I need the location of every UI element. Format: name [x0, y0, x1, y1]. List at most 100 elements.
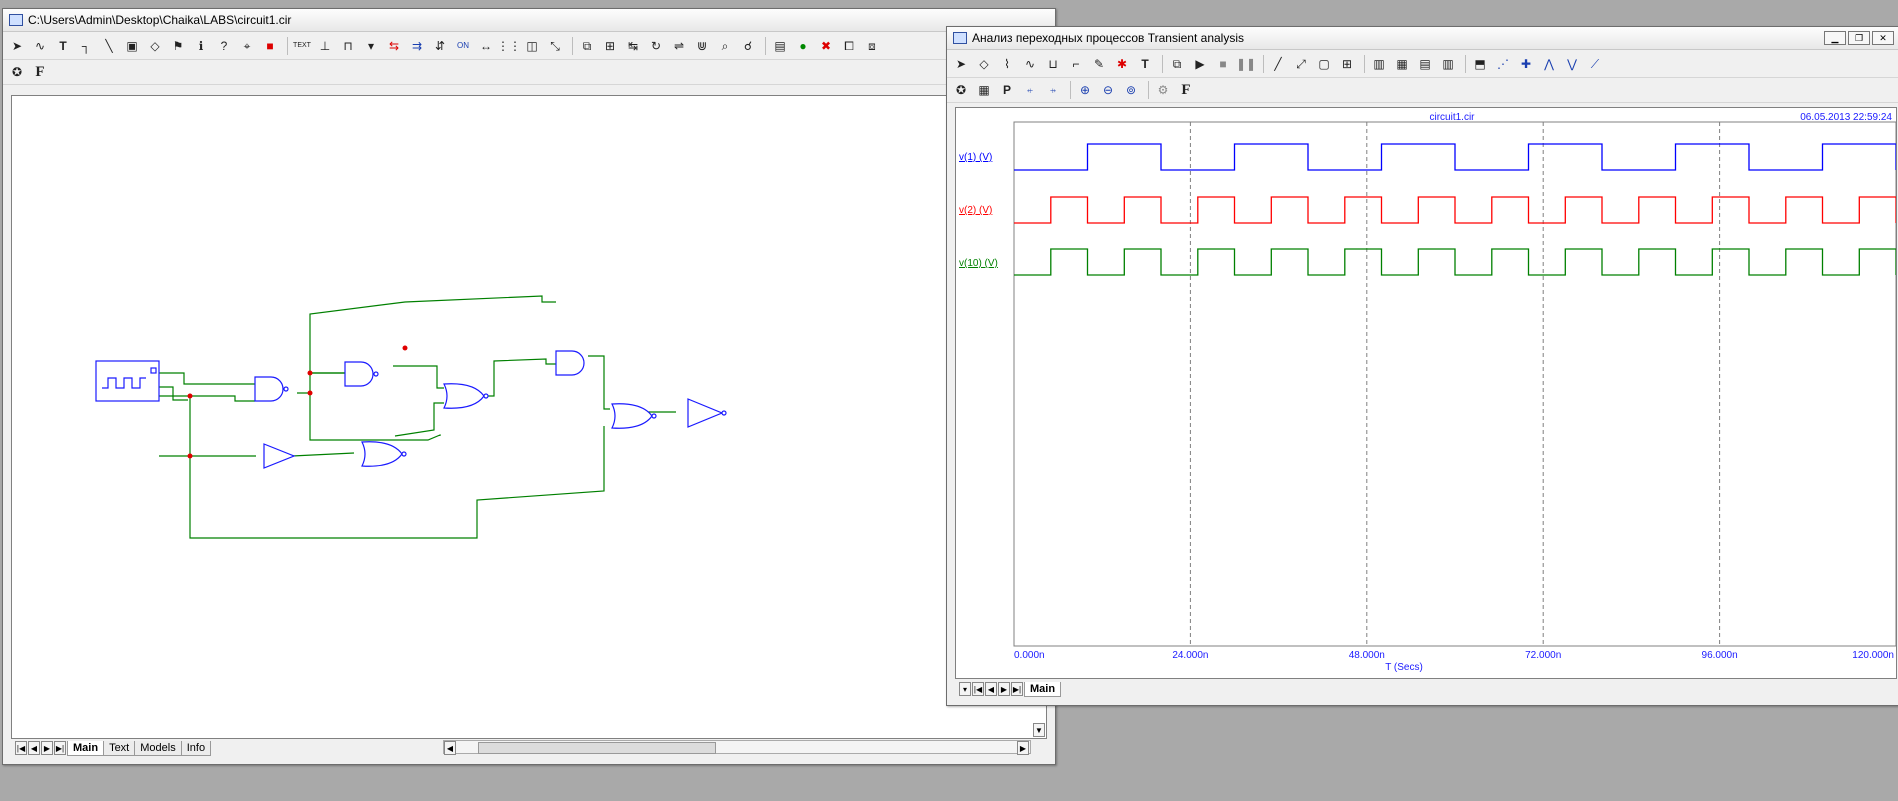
data-points-icon[interactable]: ⋰ — [1497, 56, 1509, 71]
line-icon[interactable]: ╱ — [1274, 56, 1282, 71]
schematic-canvas[interactable] — [11, 95, 1047, 739]
scale-icon[interactable]: ⊔ — [1048, 56, 1058, 71]
find-icon[interactable]: ⌕ — [721, 38, 729, 53]
grid-fine-icon[interactable]: ▥ — [1373, 56, 1385, 71]
plot-canvas[interactable]: circuit1.cir 06.05.2013 22:59:24 v(1) (V… — [955, 107, 1897, 679]
pause-icon[interactable]: ❚❚ — [1235, 56, 1257, 71]
tab-text[interactable]: Text — [103, 740, 136, 756]
text-tool-icon[interactable]: T — [1141, 56, 1149, 71]
scroll-right-icon[interactable]: ▶ — [1017, 741, 1029, 755]
font-icon[interactable]: F — [35, 63, 45, 80]
grid-minor-icon[interactable]: ▤ — [1419, 56, 1431, 71]
zoom-fit-icon[interactable]: ⊚ — [1125, 83, 1137, 97]
tag-left-icon[interactable]: ⍅ — [1026, 83, 1034, 97]
close-icon[interactable]: ✕ — [1872, 31, 1894, 45]
slope-icon[interactable]: ⟋ — [1590, 56, 1600, 71]
power-icon[interactable]: ⇵ — [434, 38, 446, 53]
preview-icon[interactable]: ▤ — [774, 38, 786, 53]
line-tool-icon[interactable]: ╲ — [105, 38, 113, 53]
cancel-icon[interactable]: ✖ — [820, 38, 832, 53]
run-icon[interactable]: ▶ — [1195, 56, 1205, 71]
next-page-icon[interactable]: ▶ — [998, 682, 1010, 696]
last-page-icon[interactable]: ▶| — [1011, 682, 1023, 696]
stretch-icon[interactable]: ↹ — [627, 38, 639, 53]
first-page-icon[interactable]: |◀ — [15, 741, 27, 755]
tab-main[interactable]: Main — [67, 740, 105, 756]
and-gate-3[interactable] — [555, 350, 585, 376]
and-gate-1[interactable] — [254, 376, 289, 402]
table-icon[interactable]: ▦ — [978, 83, 990, 97]
current-icon[interactable]: ⇆ — [388, 38, 400, 53]
schematic-window[interactable]: C:\Users\Admin\Desktop\Chaika\LABS\circu… — [2, 8, 1056, 765]
fit-icon[interactable]: ⊞ — [604, 38, 616, 53]
or-gate-3[interactable] — [611, 403, 657, 429]
pulse-source[interactable] — [95, 360, 160, 402]
pin-icon[interactable]: ⊓ — [343, 38, 353, 53]
select-arrow-icon[interactable]: ➤ — [11, 38, 23, 53]
dropdown-icon[interactable]: ▾ — [959, 682, 971, 696]
cursor-icon[interactable]: ⤡ — [550, 38, 560, 53]
scrollbar-thumb[interactable] — [478, 742, 716, 754]
font-icon[interactable]: F — [1181, 81, 1191, 98]
waveform-icon[interactable]: ∿ — [1024, 56, 1036, 71]
schematic-titlebar[interactable]: C:\Users\Admin\Desktop\Chaika\LABS\circu… — [3, 9, 1055, 32]
arrow-line-icon[interactable]: ⤢ — [1296, 56, 1306, 71]
text-mode-icon[interactable]: TEXT — [293, 42, 311, 49]
run-icon[interactable]: ● — [799, 38, 807, 53]
shape-tool-icon[interactable]: ◇ — [979, 56, 989, 71]
prev-page-icon[interactable]: ◀ — [28, 741, 40, 755]
grid-major-icon[interactable]: ▥ — [1442, 56, 1454, 71]
zoom-out-icon[interactable]: ⊖ — [1102, 83, 1114, 97]
and-gate-2[interactable] — [344, 361, 379, 387]
mirror-icon[interactable]: ⋓ — [696, 38, 708, 53]
node-numbers-icon[interactable]: ⊥ — [319, 38, 331, 53]
window-icon[interactable]: ⧠ — [844, 38, 854, 53]
or-gate-2[interactable] — [361, 441, 407, 467]
flow-icon[interactable]: ⇉ — [411, 38, 423, 53]
grid-icon[interactable]: ⋮⋮ — [497, 38, 521, 53]
tag-icon[interactable]: ⌐ — [1072, 56, 1080, 71]
text-tool-icon[interactable]: T — [59, 38, 67, 53]
tab-main[interactable]: Main — [1024, 681, 1062, 697]
horizontal-scrollbar[interactable]: ◀ ▶ — [443, 740, 1031, 755]
cursor-mode-icon[interactable]: ✚ — [1520, 56, 1532, 71]
voltage-icon[interactable]: ▾ — [367, 38, 375, 53]
grid-bold-icon[interactable]: ▦ — [1396, 56, 1408, 71]
grid-icon[interactable]: ⊞ — [1341, 56, 1353, 71]
rotate-icon[interactable]: ↻ — [650, 38, 662, 53]
stop-icon[interactable]: ■ — [1219, 56, 1227, 71]
wire-mode-icon[interactable]: ┐ — [81, 38, 91, 53]
info-icon[interactable]: ℹ — [198, 38, 204, 53]
zoom-in-icon[interactable]: ⊕ — [1079, 83, 1091, 97]
settings-icon[interactable]: ⚙ — [1157, 83, 1169, 97]
connect-icon[interactable]: ↔ — [480, 38, 492, 53]
flip-icon[interactable]: ⇌ — [673, 38, 685, 53]
analysis-window[interactable]: Анализ переходных процессов Transient an… — [946, 26, 1898, 706]
probe-icon[interactable]: ⌖ — [243, 38, 251, 53]
binoculars-icon[interactable]: ☌ — [743, 38, 753, 53]
scroll-left-icon[interactable]: ◀ — [444, 741, 456, 755]
palette-icon[interactable]: ✪ — [11, 65, 23, 79]
select-arrow-icon[interactable]: ➤ — [955, 56, 967, 71]
tag-right-icon[interactable]: ⍆ — [1049, 83, 1057, 97]
help-icon[interactable]: ? — [220, 38, 228, 53]
stop-probe-icon[interactable]: ■ — [266, 38, 274, 53]
mark-icon[interactable]: ✱ — [1116, 56, 1128, 71]
peak-icon[interactable]: ⋀ — [1544, 56, 1554, 71]
next-page-icon[interactable]: ▶ — [41, 741, 53, 755]
scroll-down-icon[interactable]: ▼ — [1033, 723, 1045, 737]
prev-page-icon[interactable]: ◀ — [985, 682, 997, 696]
analysis-titlebar[interactable]: Анализ переходных процессов Transient an… — [947, 27, 1898, 50]
cascade-icon[interactable]: ⧈ — [868, 38, 876, 53]
buffer[interactable] — [687, 398, 727, 428]
component-icon[interactable]: ▣ — [126, 38, 138, 53]
probe-p-icon[interactable]: P — [1002, 83, 1011, 97]
flag-icon[interactable]: ⚑ — [172, 38, 184, 53]
minimize-icon[interactable]: ▁ — [1824, 31, 1846, 45]
inverter[interactable] — [263, 443, 296, 469]
restore-icon[interactable]: ❐ — [1848, 31, 1870, 45]
copy-icon[interactable]: ⧉ — [582, 38, 592, 53]
tab-info[interactable]: Info — [180, 740, 212, 756]
properties-icon[interactable]: ⧉ — [1172, 56, 1182, 71]
wire-wave-icon[interactable]: ∿ — [34, 38, 46, 53]
